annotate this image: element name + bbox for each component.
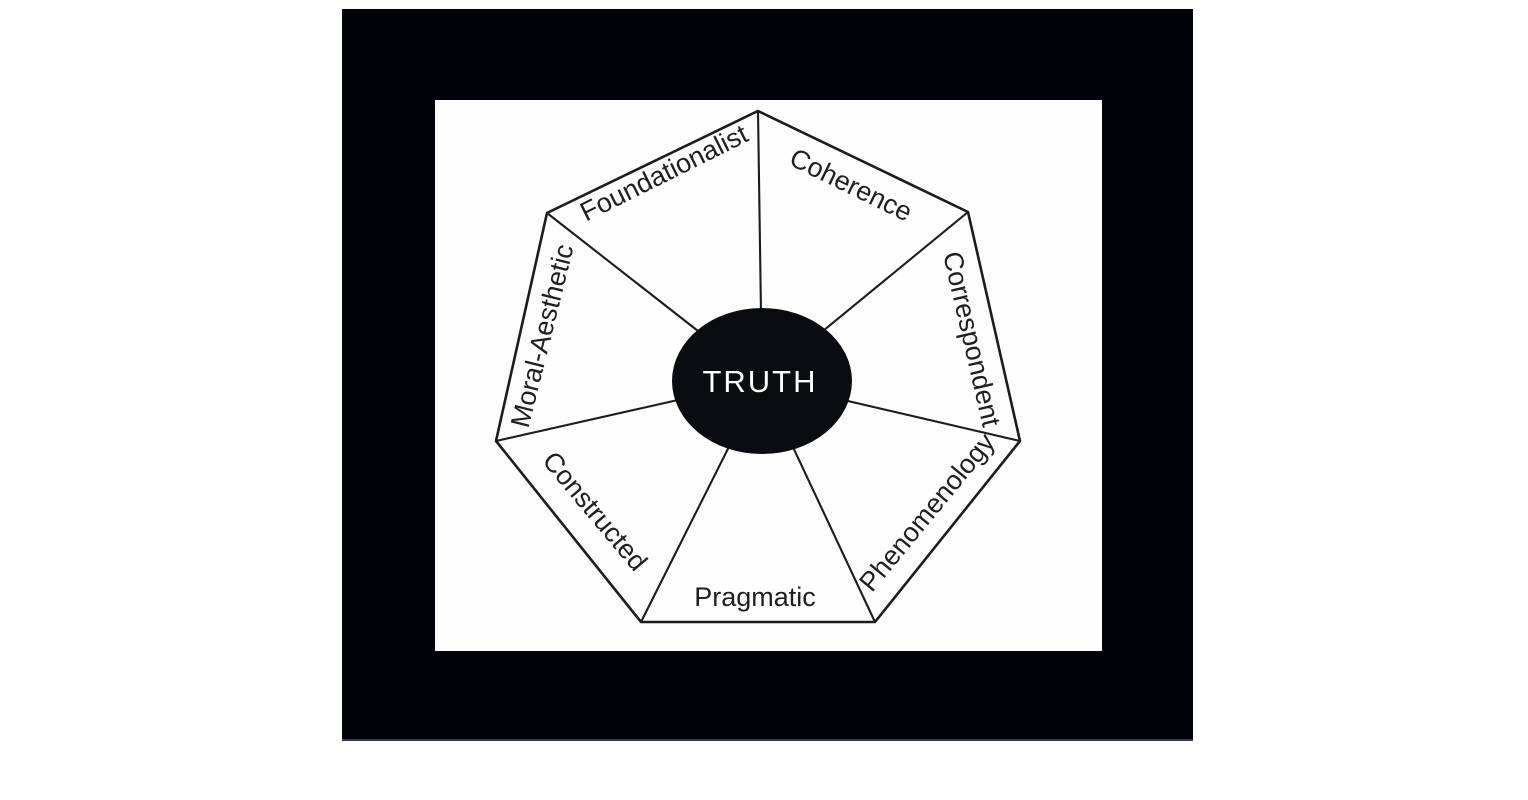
heptagon-outline (494, 109, 1022, 624)
center-ellipse (672, 308, 852, 454)
outer-frame: TRUTH Foundationalist Coherence Correspo… (342, 9, 1193, 741)
label-pragmatic: Pragmatic (694, 582, 816, 612)
label-phenomenology: Phenomenology (853, 427, 1001, 597)
diagram-canvas: TRUTH Foundationalist Coherence Correspo… (435, 100, 1102, 651)
label-foundationalist: Foundationalist (575, 118, 753, 227)
label-moral-aesthetic: Moral-Aesthetic (505, 241, 579, 430)
center-truth-label: TRUTH (702, 364, 817, 399)
label-constructed: Constructed (537, 446, 654, 577)
truth-heptagon-svg: TRUTH Foundationalist Coherence Correspo… (494, 109, 1022, 624)
